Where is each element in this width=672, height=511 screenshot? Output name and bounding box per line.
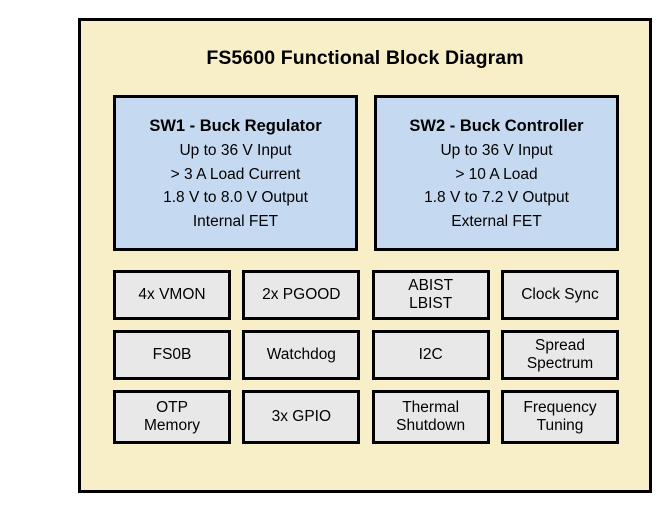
feature-block-frequency-tuning: Frequency Tuning bbox=[500, 390, 619, 444]
switcher-block-sw1-spec-input: Up to 36 V Input bbox=[179, 142, 292, 160]
diagram-panel: FS5600 Functional Block Diagram SW1 - Bu… bbox=[78, 18, 652, 493]
feature-block-vmon-line-1: 4x VMON bbox=[138, 286, 206, 304]
switcher-block-sw1-spec-fet: Internal FET bbox=[192, 212, 279, 230]
switcher-block-sw2-title: SW2 - Buck Controller bbox=[409, 117, 584, 136]
switcher-block-sw2-spec-input: Up to 36 V Input bbox=[440, 142, 553, 160]
switcher-block-sw2-spec-fet: External FET bbox=[451, 212, 542, 230]
feature-block-thermal-shutdown-line-1: Thermal bbox=[402, 399, 460, 417]
feature-block-abist-lbist-line-2: LBIST bbox=[409, 295, 453, 312]
feature-block-otp-memory-line-2: Memory bbox=[144, 417, 200, 434]
feature-block-watchdog-line-1: Watchdog bbox=[266, 346, 336, 364]
feature-block-i2c-line-1: I2C bbox=[418, 346, 443, 364]
feature-block-fs0b: FS0B bbox=[113, 330, 231, 380]
feature-block-gpio: 3x GPIO bbox=[242, 390, 361, 444]
feature-block-spread-spectrum-line-2: Spectrum bbox=[526, 355, 594, 372]
feature-block-watchdog: Watchdog bbox=[242, 330, 361, 380]
feature-block-pgood: 2x PGOOD bbox=[242, 270, 361, 320]
switcher-block-sw2-spec-load: > 10 A Load bbox=[455, 165, 538, 183]
feature-block-frequency-tuning-line-2: Tuning bbox=[536, 417, 584, 434]
switcher-block-sw2-spec-output: 1.8 V to 7.2 V Output bbox=[424, 189, 569, 207]
feature-block-clock-sync: Clock Sync bbox=[500, 270, 619, 320]
feature-block-row-1: 4x VMON 2x PGOOD ABIST LBIST Clock Sync bbox=[113, 270, 619, 320]
switcher-block-sw1-spec-load: > 3 A Load Current bbox=[170, 165, 301, 183]
feature-block-fs0b-line-1: FS0B bbox=[152, 346, 192, 364]
page-title: FS5600 Functional Block Diagram bbox=[206, 47, 524, 69]
feature-block-grid: 4x VMON 2x PGOOD ABIST LBIST Clock Sync … bbox=[113, 270, 619, 444]
switcher-block-sw1-title: SW1 - Buck Regulator bbox=[149, 117, 322, 136]
switcher-block-sw2: SW2 - Buck Controller Up to 36 V Input >… bbox=[374, 95, 619, 251]
switcher-block-row: SW1 - Buck Regulator Up to 36 V Input > … bbox=[113, 95, 619, 251]
feature-block-row-3: OTP Memory 3x GPIO Thermal Shutdown Freq… bbox=[113, 390, 619, 444]
feature-block-i2c: I2C bbox=[371, 330, 490, 380]
feature-block-thermal-shutdown-line-2: Shutdown bbox=[396, 417, 466, 434]
feature-block-spread-spectrum: Spread Spectrum bbox=[500, 330, 619, 380]
feature-block-clock-sync-line-1: Clock Sync bbox=[521, 286, 599, 304]
feature-block-abist-lbist: ABIST LBIST bbox=[371, 270, 490, 320]
switcher-block-sw1: SW1 - Buck Regulator Up to 36 V Input > … bbox=[113, 95, 358, 251]
feature-block-row-2: FS0B Watchdog I2C Spread Spectrum bbox=[113, 330, 619, 380]
feature-block-abist-lbist-line-1: ABIST bbox=[408, 277, 454, 295]
feature-block-otp-memory: OTP Memory bbox=[113, 390, 231, 444]
feature-block-vmon: 4x VMON bbox=[113, 270, 231, 320]
switcher-block-sw1-spec-output: 1.8 V to 8.0 V Output bbox=[163, 189, 308, 207]
feature-block-otp-memory-line-1: OTP bbox=[156, 399, 188, 417]
feature-block-gpio-line-1: 3x GPIO bbox=[271, 408, 332, 426]
feature-block-frequency-tuning-line-1: Frequency bbox=[523, 399, 597, 417]
feature-block-pgood-line-1: 2x PGOOD bbox=[262, 286, 341, 304]
feature-block-thermal-shutdown: Thermal Shutdown bbox=[371, 390, 490, 444]
feature-block-spread-spectrum-line-1: Spread bbox=[534, 337, 585, 355]
